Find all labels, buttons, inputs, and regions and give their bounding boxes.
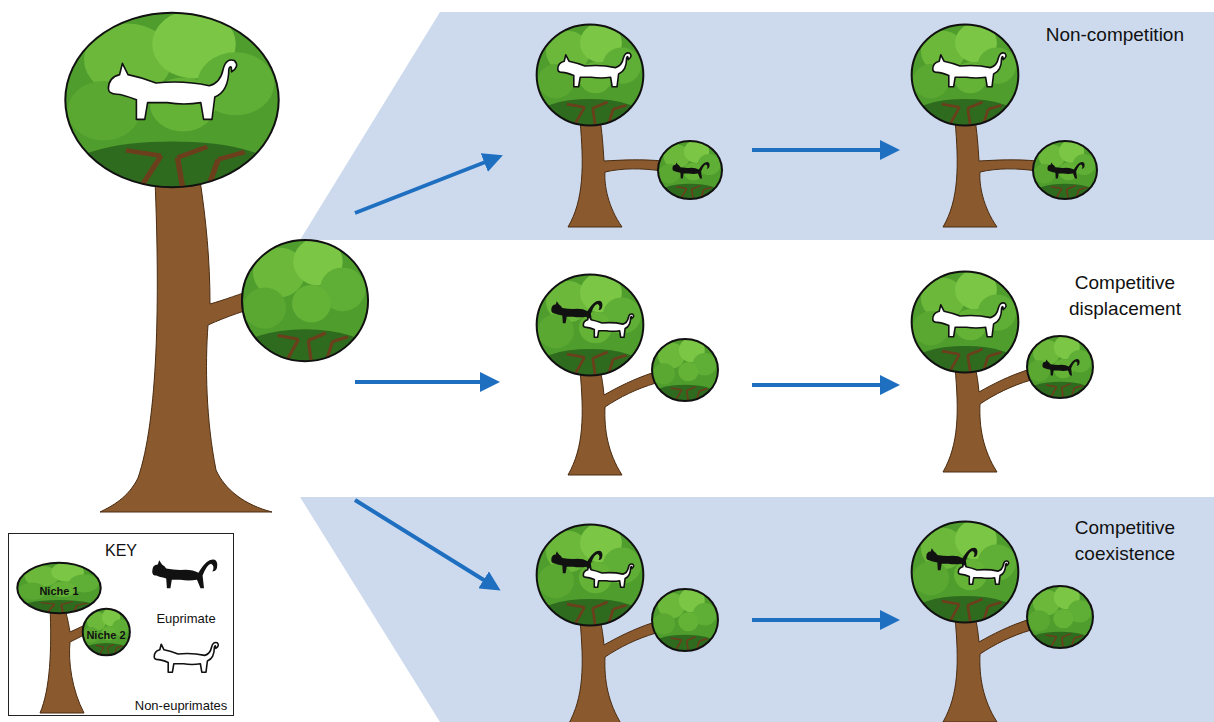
legend-entry: Non-euprimates [121,696,241,714]
euprimate-figure [1042,359,1079,375]
text-holder: Non-competition [1046,24,1184,47]
niche-circle: Niche 1 [15,561,103,615]
tree-trunk [100,180,272,512]
scenario-label: Non-competition [1046,24,1184,47]
euprimate-figure [672,162,709,178]
non-euprimate-figure [583,314,633,337]
non-euprimate-figure [933,303,1006,337]
tree [535,23,723,227]
niche-circle: Niche 2 [81,607,132,657]
key-box: KEY Niche 1 Niche 2 EuprimateNon-euprimates [8,533,234,716]
niche-label: Niche 2 [86,629,125,642]
flow-arrow [355,500,487,582]
scenario-label: Competitive displacement [1050,270,1200,322]
text-holder: Competitive displacement [1050,270,1200,322]
scenario-band: Competitive coexistence [300,497,1214,722]
legend-entry: Euprimate [126,609,246,627]
non-euprimate-figure [958,561,1008,584]
legend-label: Euprimate [156,611,215,627]
tree [535,523,719,722]
tree [910,23,1098,227]
key-tree-trunk [40,606,86,713]
band-shape [300,12,1214,240]
flow-arrow [752,148,884,152]
band-fill [300,497,1214,722]
niche-label: Niche 1 [39,585,78,598]
non-euprimate-figure [154,643,218,673]
non-euprimate-figure [558,53,631,87]
text-holder: KEY [9,541,233,560]
non-euprimate-figure [933,53,1006,87]
key-title: KEY [105,541,137,560]
canopy [16,562,102,619]
flow-arrow [355,380,484,384]
flow-arrow [355,161,488,213]
tree-canopy [62,10,282,206]
text-holder: Niche 2 [81,625,132,643]
non-euprimate-figure [583,564,633,587]
scenario-band: Non-competition [300,12,1214,240]
band-fill [300,12,1214,240]
scenario-label: Competitive coexistence [1050,515,1200,567]
flow-arrow [752,383,884,387]
euprimate-figure [152,559,217,588]
flow-arrow [752,618,884,622]
text-holder: Niche 1 [15,581,103,599]
legend-label: Non-euprimates [135,698,228,714]
canopy [82,608,131,660]
tree-canopy [240,238,370,374]
tree [910,520,1094,722]
text-holder: Competitive coexistence [1050,515,1200,567]
tree [910,270,1094,472]
non-euprimate-figure [108,60,236,119]
euprimate-figure [1047,162,1084,178]
tree [535,273,719,475]
